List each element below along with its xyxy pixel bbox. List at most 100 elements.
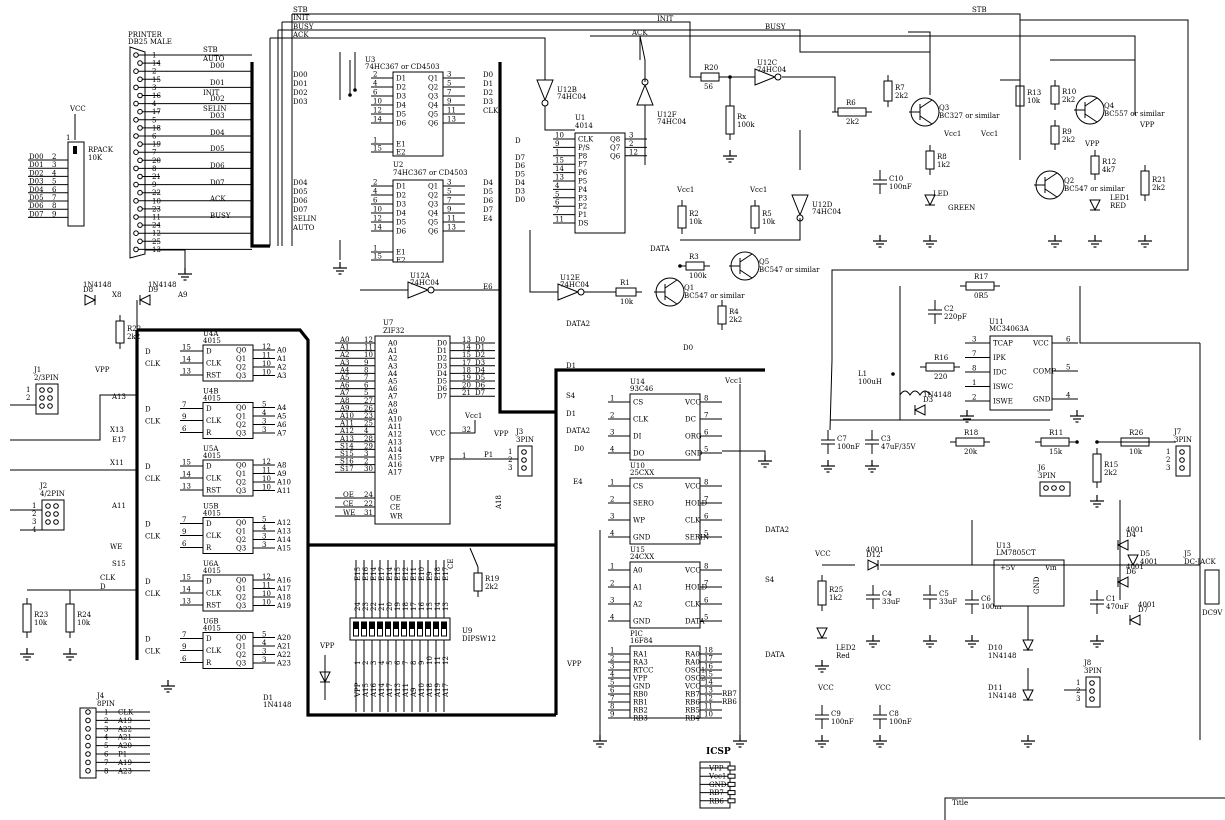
ic-pin-number: 5 xyxy=(262,400,266,408)
header-signal: A22 xyxy=(117,725,132,733)
resistor-body xyxy=(837,107,867,117)
capacitor-value: 100nF xyxy=(889,718,912,726)
ic-pin-name: A2 xyxy=(632,601,643,609)
db25-pin-number: 5 xyxy=(152,116,156,124)
header-pin xyxy=(53,519,59,525)
u1-input-net: D xyxy=(515,137,521,145)
buffer-output-net: D7 xyxy=(483,206,493,214)
ic-pin-number: 14 xyxy=(462,344,471,352)
ic-pin-number: 4 xyxy=(610,614,615,622)
resistor-body xyxy=(685,261,705,271)
diode-body xyxy=(867,559,880,571)
dip-pin-number: 18 xyxy=(402,602,410,611)
ic-pin-number: 15 xyxy=(462,351,471,359)
ic-pin-number: 15 xyxy=(555,157,564,165)
ic-pin-name: P4 xyxy=(578,186,588,194)
inverter-ref: U12D xyxy=(812,201,833,209)
ic-pin-name: VCC xyxy=(684,683,701,691)
ic-pin-name: A13 xyxy=(387,438,402,446)
dip-switch-knob xyxy=(401,622,407,629)
ic-pin-name: Q0 xyxy=(236,462,246,470)
dip-switch-knob xyxy=(377,622,383,629)
dip-pin-number: 13 xyxy=(442,602,450,611)
capacitor-ref: C2 xyxy=(944,305,954,313)
ic-pin-number: 7 xyxy=(364,374,368,382)
ic-pin-number: 10 xyxy=(262,590,271,598)
transistor-ref: Q2 xyxy=(1064,177,1074,185)
db25-pin-number: 8 xyxy=(152,165,156,173)
ic-pin-number: 17 xyxy=(462,359,471,367)
header-value: 3PIN xyxy=(1174,436,1192,444)
rpack-pin-number: 4 xyxy=(52,169,57,177)
net-d1: D1 xyxy=(566,410,576,418)
zif-data-net: D6 xyxy=(475,382,486,390)
resistor-value: 100k xyxy=(737,121,755,129)
counter-ref: U6A xyxy=(203,560,219,568)
resistor-value: 2k2 xyxy=(1152,184,1165,192)
buffer-output-net: D4 xyxy=(483,179,494,187)
ic-pin-name: SERO xyxy=(633,500,654,508)
buffer-input-net: D06 xyxy=(293,197,308,205)
ground-symbol xyxy=(873,735,887,748)
zif-addr-net: A8 xyxy=(339,397,350,405)
printer-sig-d01: D01 xyxy=(210,79,225,87)
ic-pin-name: RB1 xyxy=(633,699,648,707)
ic-pin-number: 11 xyxy=(262,466,271,474)
db25-pin-number: 15 xyxy=(152,76,161,84)
ic-pin-number: 14 xyxy=(182,586,191,594)
diode xyxy=(816,627,828,640)
header-pin-number: 5 xyxy=(104,742,108,750)
inductor xyxy=(899,390,931,396)
counter-output-net: A1 xyxy=(276,355,287,363)
ic-pin-number: 5 xyxy=(704,530,708,538)
ic-pin-number: 22 xyxy=(364,500,373,508)
chip-ref: U14 xyxy=(630,378,645,386)
resistor-value: 10k xyxy=(77,619,91,627)
dip-top-net: E10 xyxy=(418,567,426,581)
resistor-body xyxy=(925,150,935,170)
led1-ref: LED1 xyxy=(1110,194,1130,202)
dip-bottom-net: A13 xyxy=(394,683,402,698)
inverter-bubble xyxy=(577,288,585,296)
d10-ref: D10 xyxy=(988,644,1003,652)
ic-pin-name: VCC xyxy=(429,430,446,438)
ic-pin-number: 12 xyxy=(373,215,382,223)
ground-symbol xyxy=(865,460,879,473)
rpack-marker xyxy=(73,146,77,154)
ic-pin-name: A6 xyxy=(387,385,398,393)
resistor-ref: R17 xyxy=(974,273,988,281)
ic-pin-number: 7 xyxy=(555,207,559,215)
transistor-collector xyxy=(739,253,753,263)
ic-pin-number: 13 xyxy=(182,598,191,606)
ic-pin-number: 7 xyxy=(704,412,708,420)
ic-pin-number: 5 xyxy=(364,389,368,397)
resistor-body xyxy=(925,362,955,372)
counter-output-net: A4 xyxy=(276,404,287,412)
dip-switch-knob xyxy=(385,622,391,629)
ic-pin-number: 10 xyxy=(704,711,713,719)
counter-output-net: A23 xyxy=(276,660,291,668)
zif-data-net: D3 xyxy=(475,359,485,367)
header-signal: A23 xyxy=(117,767,132,775)
ic-pin-name: VCC xyxy=(684,567,701,575)
dip-top-net: E11 xyxy=(410,567,418,581)
ic-pin-name: D3 xyxy=(396,201,406,209)
resistor-ref: R13 xyxy=(1027,89,1041,97)
ic-pin-number: 9 xyxy=(182,413,186,421)
u1-input-net: D0 xyxy=(515,196,525,204)
ic-pin-number: 10 xyxy=(373,206,382,214)
header-pin xyxy=(45,503,51,509)
ic-pin-name: CLK xyxy=(206,360,222,368)
chip-body xyxy=(629,561,701,629)
transistor-emitter xyxy=(919,115,933,125)
u13-value: LM7805CT xyxy=(996,549,1036,557)
zif-data-net: D2 xyxy=(475,351,485,359)
